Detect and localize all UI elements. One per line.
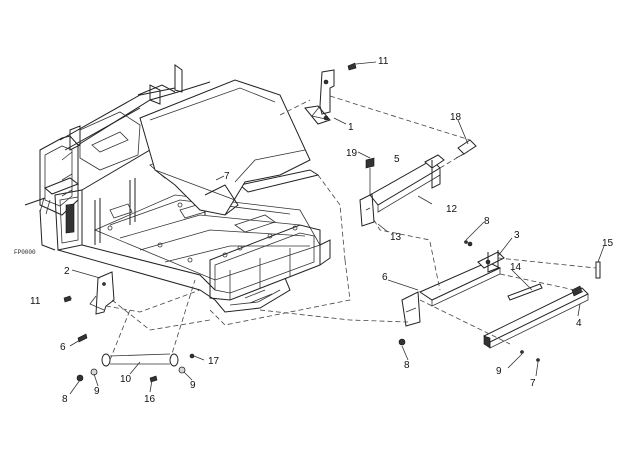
callout-19: 19 — [346, 148, 358, 159]
callout-1: 1 — [348, 122, 354, 133]
callout-6-left: 6 — [60, 342, 66, 353]
nut-8-mid — [464, 240, 468, 244]
bolt-11-top — [347, 62, 357, 71]
shaft-part-10 — [101, 353, 179, 367]
callout-7-right: 7 — [530, 378, 536, 389]
assembly-guide-lines — [105, 95, 597, 361]
callout-8-right-top: 8 — [484, 216, 490, 227]
arm-assembly-3 — [401, 241, 505, 327]
callout-13: 13 — [390, 232, 402, 243]
callout-9-left: 9 — [94, 386, 100, 397]
bracket-part-1 — [304, 69, 335, 125]
callout-14: 14 — [510, 262, 522, 273]
cap-part-18 — [455, 139, 477, 159]
callout-12: 12 — [446, 204, 458, 215]
callout-15: 15 — [602, 238, 614, 249]
bolt-16 — [149, 375, 158, 383]
callout-9-mid: 9 — [190, 380, 196, 391]
washer-7-right — [536, 358, 540, 362]
leader-lines — [63, 61, 605, 395]
chassis-frame — [24, 64, 331, 313]
callout-17: 17 — [208, 356, 220, 367]
callout-4: 4 — [576, 318, 582, 329]
callout-labels: 11 1 18 19 5 7 12 13 8 3 15 14 6 4 2 11 … — [30, 56, 614, 405]
rod-part-14 — [507, 283, 543, 301]
bracket-part-2 — [89, 271, 115, 315]
callout-5: 5 — [394, 154, 400, 165]
callout-8-left: 8 — [62, 394, 68, 405]
nut-8-right — [398, 338, 406, 346]
nut-9-right — [520, 350, 524, 354]
callout-7-top: 7 — [224, 171, 230, 182]
washer-9-mid — [178, 366, 186, 374]
callout-10: 10 — [120, 374, 132, 385]
callout-18: 18 — [450, 112, 462, 123]
callout-2: 2 — [64, 266, 70, 277]
callout-16: 16 — [144, 394, 156, 405]
bar-part-4 — [483, 285, 589, 349]
callout-6-right: 6 — [382, 272, 388, 283]
callout-3: 3 — [514, 230, 520, 241]
nut-8-left — [76, 374, 84, 382]
callout-9-right: 9 — [496, 366, 502, 377]
nut-17 — [189, 353, 195, 359]
callout-11-top: 11 — [378, 56, 389, 67]
callout-8-right: 8 — [404, 360, 410, 371]
bar-assembly-5 — [359, 154, 445, 227]
callout-11-left: 11 — [30, 296, 41, 307]
pin-part-15 — [595, 261, 601, 279]
figure-code: FP0000 — [14, 249, 36, 256]
